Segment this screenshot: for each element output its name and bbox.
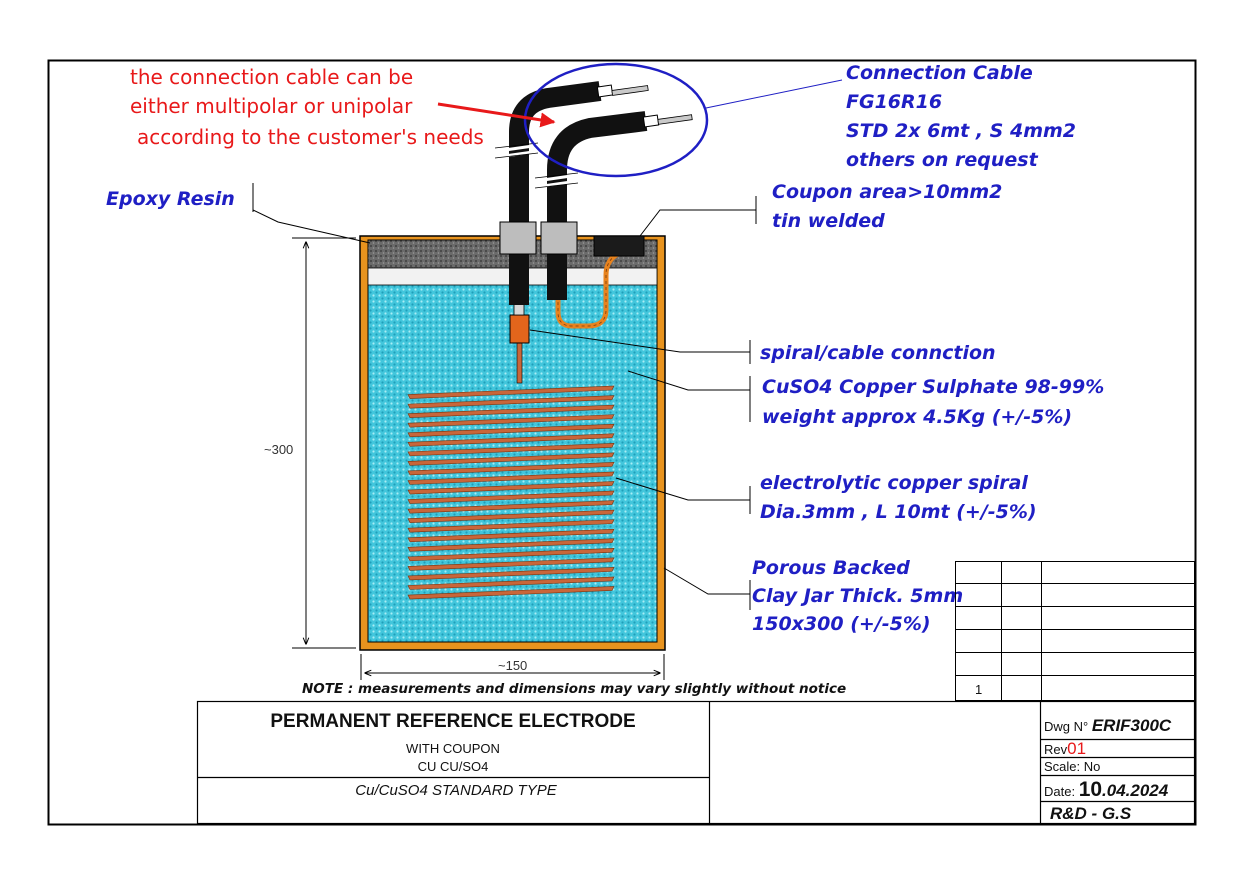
spiral-coil: [407, 385, 615, 399]
cable-highlight-ellipse: [523, 62, 709, 178]
spiral-coil: [407, 490, 615, 504]
gland-left: [499, 221, 537, 255]
label-jar-line2: Clay Jar Thick. 5mm: [752, 585, 963, 607]
dwg-number: Dwg N° ERIF300C: [1044, 716, 1172, 735]
spiral-coil: [407, 547, 615, 562]
label-jar-line1: Porous Backed: [752, 557, 910, 579]
dimensions-note: NOTE : measurements and dimensions may v…: [302, 681, 846, 697]
dimension-height-text: ~300: [264, 442, 293, 457]
label-cable-line1: Connection Cable: [846, 62, 1033, 84]
copper-spiral: [407, 385, 615, 600]
spiral-coil: [407, 557, 615, 571]
revision-row-number: 1: [975, 682, 982, 697]
spiral-coil: [407, 576, 615, 590]
spiral-coil: [407, 500, 615, 514]
customer-note-line3: according to the customer's needs: [137, 125, 484, 149]
revision-label: Rev: [1044, 742, 1068, 757]
spiral-coil: [407, 433, 615, 447]
spiral-coil: [407, 404, 615, 418]
connector-neck: [513, 303, 525, 316]
dimension-width-text: ~150: [498, 658, 527, 673]
copper-rod: [516, 342, 523, 384]
cable-break-outline: [494, 142, 579, 189]
spiral-coil: [407, 538, 615, 552]
gland-right: [540, 221, 578, 255]
label-sulphate-line2: weight approx 4.5Kg (+/-5%): [762, 406, 1072, 428]
drawing-title: PERMANENT REFERENCE ELECTRODE: [270, 711, 635, 732]
cable-callout-line: [705, 79, 843, 109]
date-label: Date:: [1044, 784, 1079, 799]
spiral-coil: [407, 395, 615, 409]
customer-note-line2: either multipolar or unipolar: [130, 94, 413, 118]
label-spiral-line1: electrolytic copper spiral: [760, 472, 1028, 494]
spiral-coil: [407, 423, 615, 438]
spiral-coil: [407, 528, 615, 543]
revision: Rev01: [1044, 739, 1086, 758]
label-cable-line2: FG16R16: [846, 91, 942, 113]
revision-table: [955, 561, 1195, 701]
leader-lines: [252, 183, 757, 610]
electrode-drawing: [359, 81, 693, 651]
spiral-coil: [407, 462, 615, 476]
label-spiral-line2: Dia.3mm , L 10mt (+/-5%): [760, 501, 1037, 523]
scale: Scale: No: [1044, 759, 1100, 774]
dwg-number-label: Dwg N°: [1044, 719, 1092, 734]
dimension-width: ~150: [360, 654, 665, 680]
spiral-coil: [407, 567, 615, 581]
cable-break-marks: [504, 144, 572, 188]
spiral-coil: [407, 471, 615, 485]
date-rest: .04.2024: [1102, 781, 1169, 800]
author: R&D - G.S: [1050, 804, 1132, 823]
spiral-coil: [407, 442, 615, 457]
spiral-coil: [407, 414, 615, 428]
spiral-coil: [407, 481, 615, 495]
label-coupon-line1: Coupon area>10mm2: [772, 181, 1002, 203]
date-day: 10: [1079, 778, 1102, 801]
cable-left-tip: [596, 84, 649, 98]
spiral-coil: [407, 509, 615, 523]
customer-note-line1: the connection cable can be: [130, 65, 413, 89]
label-spiral-connection: spiral/cable connction: [760, 342, 996, 364]
drawing-type: Cu/CuSO4 STANDARD TYPE: [355, 782, 557, 799]
title-block: [196, 700, 1196, 825]
label-cable-line3: STD 2x 6mt , S 4mm2: [846, 120, 1076, 142]
drawing-subtitle-2: CU CU/SO4: [418, 759, 489, 774]
spiral-coil: [407, 586, 615, 600]
revision-value: 01: [1067, 739, 1086, 758]
spiral-coil: [407, 452, 615, 466]
red-arrow: [437, 102, 556, 128]
label-epoxy: Epoxy Resin: [106, 188, 235, 210]
spiral-coil: [407, 519, 615, 533]
dwg-number-value: ERIF300C: [1092, 716, 1172, 735]
customer-note: the connection cable can be either multi…: [130, 65, 484, 149]
date: Date: 10.04.2024: [1044, 778, 1169, 801]
coupon-block: [593, 235, 645, 257]
label-jar-line3: 150x300 (+/-5%): [752, 613, 931, 635]
spiral-connector: [509, 314, 530, 344]
label-cable-line4: others on request: [846, 149, 1039, 171]
cable-right: [547, 111, 648, 300]
sheet-border: [47, 59, 1197, 826]
dimension-height: ~300: [264, 237, 356, 649]
cable-right-tip: [642, 114, 693, 128]
label-coupon-line2: tin welded: [772, 210, 885, 232]
annotations: Connection Cable FG16R16 STD 2x 6mt , S …: [106, 62, 1104, 635]
label-sulphate-line1: CuSO4 Copper Sulphate 98-99%: [762, 376, 1104, 398]
drawing-subtitle-1: WITH COUPON: [406, 741, 500, 756]
